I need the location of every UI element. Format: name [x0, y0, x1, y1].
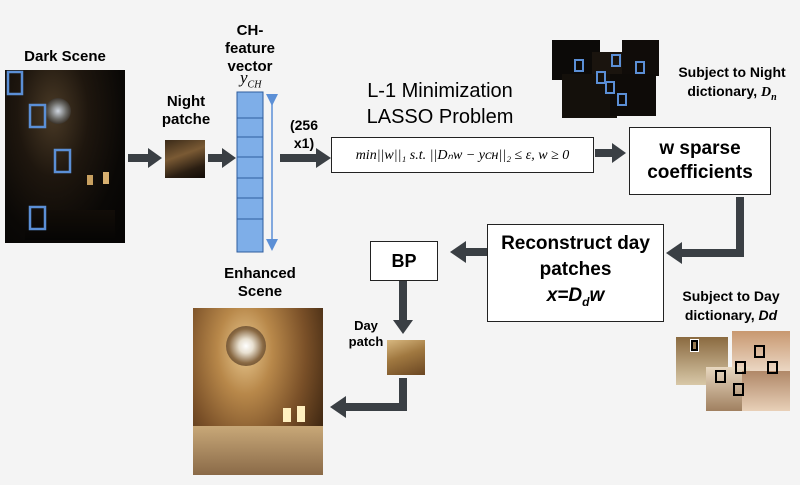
ch-feature-label: CH-feature vector — [224, 22, 276, 75]
day-patch-image — [387, 340, 425, 375]
reconstruct-box: Reconstruct day patches x=Ddw — [487, 224, 664, 322]
enhanced-scene-image — [193, 308, 323, 475]
marker-box — [6, 70, 24, 96]
day-patch-label: Day patch — [348, 318, 384, 349]
lasso-formula-box: min||w||₁ s.t. ||Dₙw − yᴄʜ||₂ ≤ ε, w ≥ 0 — [331, 137, 594, 173]
bp-label: BP — [391, 250, 417, 271]
enhanced-scene-label: Enhanced Scene — [224, 265, 296, 300]
dark-scene-image — [5, 70, 125, 243]
dark-scene-markers — [6, 70, 72, 231]
flow-arrows — [128, 143, 744, 418]
night-dictionary-label: Subject to Night dictionary, Dn — [678, 64, 786, 103]
day-dictionary-label: Subject to Day dictionary, Dd — [682, 288, 780, 323]
night-patch-image — [165, 140, 205, 178]
lasso-formula: min||w||₁ s.t. ||Dₙw − yᴄʜ||₂ ≤ ε, w ≥ 0 — [355, 147, 570, 163]
marker-box — [28, 103, 47, 129]
dimension-label: (256 x1) — [289, 117, 319, 151]
w-sparse-label: w sparse coefficients — [647, 138, 753, 183]
x-equation: x=Ddw — [546, 285, 605, 309]
l1-minimization-title: L-1 Minimization — [367, 80, 513, 102]
day-dictionary-markers — [690, 339, 778, 396]
dark-scene-label: Dark Scene — [24, 48, 106, 65]
y-ch-symbol: yCH — [240, 68, 262, 91]
marker-box — [28, 205, 47, 231]
marker-box — [53, 148, 72, 174]
day-dictionary-image — [676, 331, 790, 411]
night-patch-label: Night patche — [161, 93, 211, 128]
lasso-title: LASSO Problem — [366, 106, 514, 128]
ch-feature-vector — [236, 91, 264, 253]
w-sparse-box: w sparse coefficients — [629, 127, 771, 195]
reconstruct-label: Reconstruct day patches — [501, 233, 650, 281]
night-dictionary-markers — [574, 54, 645, 106]
bp-box: BP — [370, 241, 438, 281]
